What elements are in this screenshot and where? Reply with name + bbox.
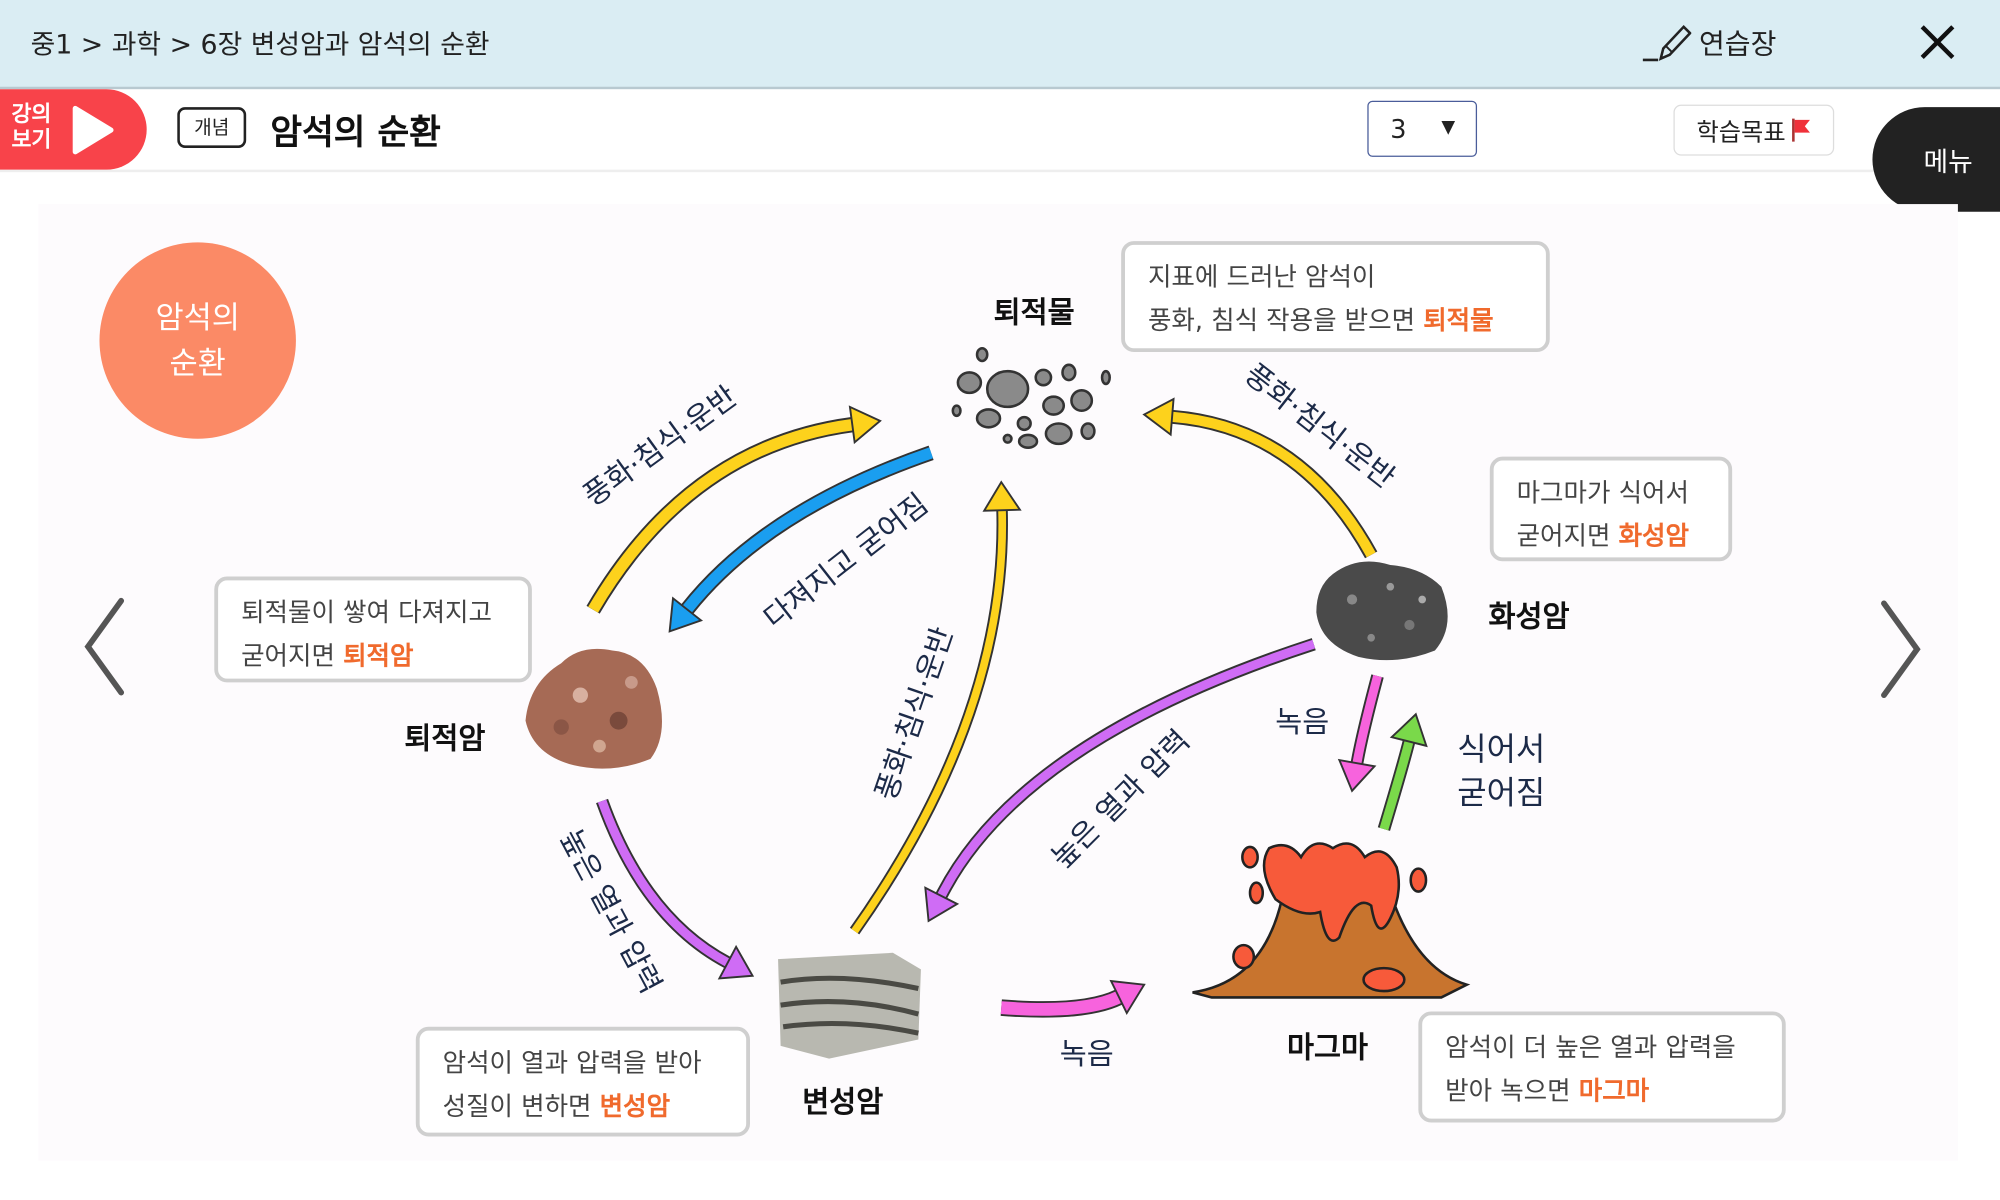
bubble-metamorphic-rock: 암석이 열과 압력을 받아 성질이 변하면 변성암 [415,1026,750,1137]
igneous-rock-image [1316,561,1448,661]
compaction-arrow [668,445,934,633]
volcano-magma-image [1192,842,1471,999]
page-select[interactable]: 3 ▼ [1367,100,1478,157]
concept-badge: 개념 [177,107,247,148]
close-icon[interactable] [1913,18,1961,66]
topic-line-2: 순환 [169,345,226,382]
lecture-label-2: 보기 [11,127,52,154]
menu-button[interactable]: 메뉴 [1872,107,2000,212]
label-magma: 마그마 [1286,1031,1368,1066]
page-select-value: 3 [1390,113,1407,145]
topic-line-1: 암석의 [155,299,240,336]
heat-pressure-arrow-1 [924,638,1316,923]
practice-notebook-button[interactable]: 연습장 [1640,20,1776,63]
heat-pressure-arrow-2 [596,798,755,980]
bubble-text: 풍화, 침식 작용을 받으면 [1147,304,1424,336]
breadcrumb: 중1 > 과학 > 6장 변성암과 암석의 순환 [30,29,490,60]
melting-arrow-2 [1000,979,1146,1018]
cooling-arrow-head [1389,712,1428,748]
bubble-text: 암석이 더 높은 열과 압력을 [1445,1031,1736,1063]
weathering-arrow-1-head [848,405,882,445]
flag-icon [1792,118,1810,142]
bubble-text: 지표에 드러난 암석이 [1147,261,1376,293]
melting-arrow-1 [1337,674,1384,793]
arrow-label-heat-pressure-1: 높은 열과 압력 [1045,723,1197,875]
label-sediment: 퇴적물 [993,297,1075,331]
practice-label: 연습장 [1698,29,1777,62]
chevron-down-icon: ▼ [1441,117,1456,138]
label-metamorphic-rock: 변성암 [802,1086,884,1120]
menu-label: 메뉴 [1923,146,1973,178]
bubble-highlight: 마그마 [1578,1075,1650,1106]
heat-pressure-arrow-2-head [717,944,755,980]
arrow-label-weathering-3: 풍화·침식·운반 [1238,357,1401,495]
cooling-arrow [1377,712,1428,831]
sediment-pile-image [951,346,1111,449]
bubble-highlight: 화성암 [1618,520,1689,552]
learning-goal-label: 학습목표 [1696,117,1786,147]
sub-header [0,89,2000,173]
weathering-arrow-1 [586,405,882,614]
bubble-text: 굳어지면 [1516,520,1619,552]
learning-goal-button[interactable]: 학습목표 [1673,104,1835,156]
heat-pressure-arrow-1-head [924,886,960,923]
arrow-label-melting-1: 녹음 [1275,705,1329,739]
bubble-text: 성질이 변하면 [442,1090,600,1122]
play-icon [72,105,114,155]
sedimentary-rock-image [525,648,662,769]
weathering-arrow-2-head [982,480,1022,512]
lecture-label-1: 강의 [11,102,52,128]
arrow-label-weathering-1: 풍화·침식·운반 [577,379,743,513]
page-title: 암석의 순환 [270,113,441,154]
weathering-arrow-2 [849,480,1022,935]
arrow-label-compaction: 다져지고 굳어짐 [757,487,934,636]
weathering-arrow-3-head [1142,397,1175,437]
bubble-igneous-rock: 마그마가 식어서 굳어지면 화성암 [1489,456,1733,562]
label-igneous-rock: 화성암 [1488,600,1570,634]
arrow-label-heat-pressure-2: 높은 열과 압력 [553,823,668,998]
arrow-label-cooling-2: 굳어짐 [1457,774,1545,812]
pencil-icon [1642,24,1692,62]
melting-arrow-2-head [1109,979,1146,1016]
bubble-text: 굳어지면 [241,640,344,671]
bubble-magma: 암석이 더 높은 열과 압력을 받아 녹으면 마그마 [1418,1011,1786,1123]
weathering-arrow-3 [1142,397,1378,559]
bubble-text: 받아 녹으면 [1445,1075,1579,1106]
arrow-label-cooling-1: 식어서 [1457,730,1545,768]
bubble-highlight: 변성암 [599,1090,671,1122]
bubble-highlight: 퇴적암 [343,640,414,671]
compaction-arrow-head [668,596,704,633]
label-sedimentary-rock: 퇴적암 [404,723,486,757]
bubble-sedimentary-rock: 퇴적물이 쌓여 다져지고 굳어지면 퇴적암 [214,576,532,683]
bubble-sediment: 지표에 드러난 암석이 풍화, 침식 작용을 받으면 퇴적물 [1121,241,1550,353]
bubble-text: 암석이 열과 압력을 받아 [442,1047,702,1078]
bubble-highlight: 퇴적물 [1423,304,1494,336]
melting-arrow-1-head [1337,758,1377,793]
content-area [38,204,1958,1161]
bubble-text: 퇴적물이 쌓여 다져지고 [241,596,492,628]
metamorphic-rock-image [778,952,921,1059]
bubble-text: 마그마가 식어서 [1516,477,1689,508]
arrow-label-melting-2: 녹음 [1060,1037,1114,1071]
next-page-chevron-icon[interactable] [1875,597,1926,702]
previous-page-chevron-icon[interactable] [79,594,130,699]
